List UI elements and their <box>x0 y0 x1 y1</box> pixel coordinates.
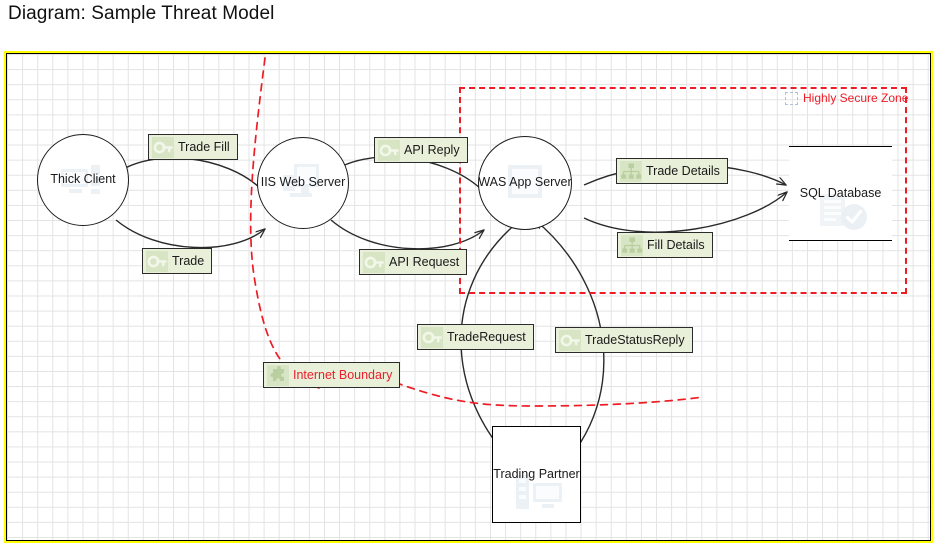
node-label: IIS Web Server <box>260 175 346 190</box>
edge-trade-fill <box>114 157 262 190</box>
diagram-canvas-grid: Highly Secure Zone <box>6 53 931 541</box>
puzzle-icon <box>267 364 289 386</box>
flow-label-text: Trade Details <box>646 164 720 178</box>
boundary-label: Internet Boundary <box>293 368 393 382</box>
dashed-square-icon <box>785 91 798 105</box>
flow-label-trade-status-reply[interactable]: TradeStatusReply <box>555 327 693 353</box>
node-was-app-server[interactable]: WAS App Server <box>478 136 572 230</box>
page-title: Diagram: Sample Threat Model <box>8 3 275 24</box>
appserver-icon <box>508 165 542 198</box>
node-label: WAS App Server <box>478 175 572 190</box>
flow-label-trade-fill[interactable]: Trade Fill <box>148 134 238 160</box>
flow-label-text: TradeStatusReply <box>585 333 685 347</box>
tree-icon <box>620 160 642 182</box>
flow-label-trade[interactable]: Trade <box>142 248 213 274</box>
boundary-internet-caption[interactable]: Internet Boundary <box>263 362 401 388</box>
server-rack-icon <box>516 475 562 509</box>
flow-label-text: Fill Details <box>647 238 705 252</box>
node-trading-partner[interactable]: Trading Partner <box>492 426 581 523</box>
monitor-icon <box>61 165 100 194</box>
edge-trade <box>115 219 265 249</box>
node-label: Trading Partner <box>493 466 580 481</box>
key-icon <box>363 251 385 273</box>
flow-label-trade-request[interactable]: TradeRequest <box>417 324 534 350</box>
flow-label-text: Trade <box>172 254 205 268</box>
flow-label-text: Trade Fill <box>178 140 230 154</box>
boundary-highly-secure-zone[interactable] <box>459 87 907 294</box>
flow-label-text: TradeRequest <box>447 330 526 344</box>
flow-label-text: API Reply <box>404 143 460 157</box>
node-label: SQL Database <box>799 185 882 200</box>
key-icon <box>146 250 168 272</box>
boundary-internet-lower <box>382 377 704 407</box>
node-sql-database[interactable]: SQL Database <box>789 146 892 241</box>
key-icon <box>378 139 400 161</box>
database-check-icon <box>820 194 867 230</box>
diagram-canvas[interactable]: Highly Secure Zone <box>4 51 933 543</box>
key-icon <box>152 136 174 158</box>
boundary-label: Highly Secure Zone <box>803 91 909 105</box>
flow-label-api-request[interactable]: API Request <box>359 249 468 275</box>
key-icon <box>559 329 581 351</box>
tree-icon <box>621 234 643 256</box>
node-label: Thick Client <box>50 172 116 187</box>
boundary-highly-secure-zone-caption: Highly Secure Zone <box>785 91 908 105</box>
node-thick-client[interactable]: Thick Client <box>37 134 129 226</box>
flow-label-api-reply[interactable]: API Reply <box>374 137 468 163</box>
key-icon <box>421 326 443 348</box>
node-iis-web-server[interactable]: IIS Web Server <box>257 137 349 229</box>
flow-label-fill-details[interactable]: Fill Details <box>617 232 713 258</box>
flow-label-text: API Request <box>389 255 460 269</box>
flow-label-trade-details[interactable]: Trade Details <box>616 158 728 184</box>
